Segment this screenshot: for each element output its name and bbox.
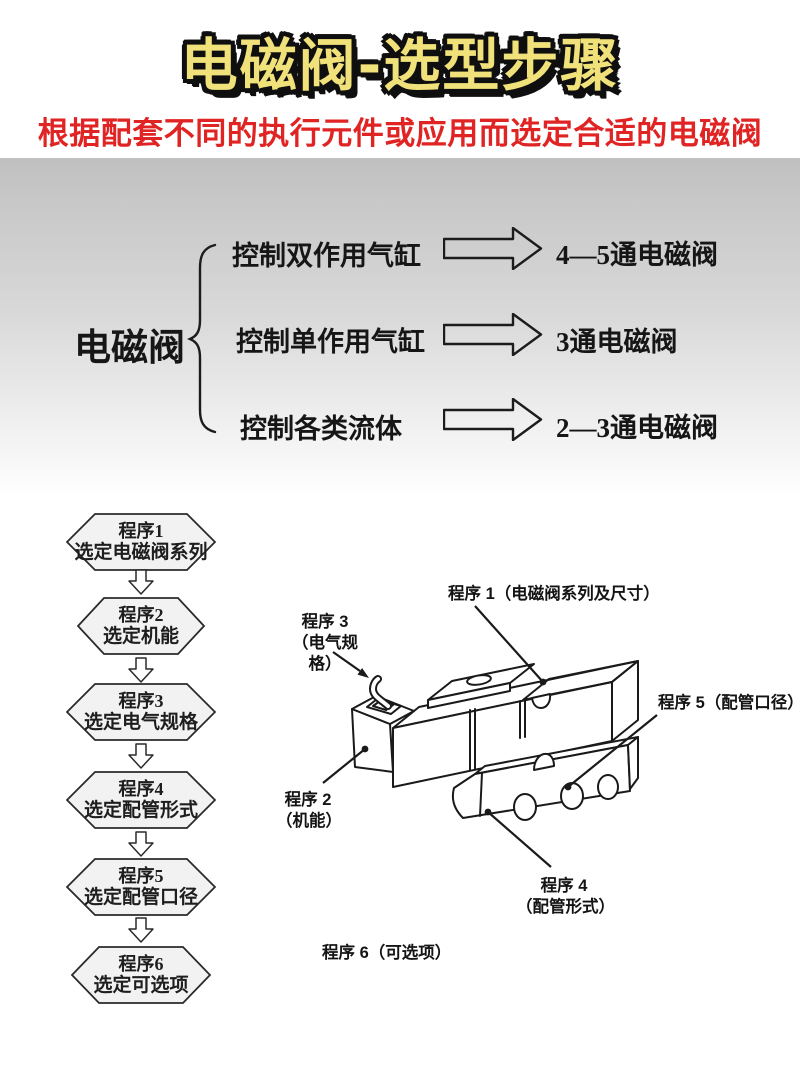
branch-result: 2—3通电磁阀 bbox=[556, 413, 718, 443]
branch-condition: 控制单作用气缸 bbox=[236, 327, 425, 357]
flow-step-label: 程序3 选定电气规格 bbox=[83, 691, 198, 733]
diagram-label-step6: 程序 6（可选项） bbox=[322, 944, 452, 962]
port-hole bbox=[597, 774, 619, 800]
flow-step-label: 程序4 选定配管形式 bbox=[83, 779, 198, 821]
down-arrow bbox=[128, 743, 154, 769]
branch-section bbox=[0, 158, 800, 498]
right-block-arrow bbox=[443, 227, 543, 270]
diagram-label-step4: 程序 4 （配管形式） bbox=[516, 877, 615, 916]
branch-condition: 控制各类流体 bbox=[240, 414, 402, 444]
flow-step-hexagon bbox=[77, 597, 205, 655]
port-hole bbox=[513, 793, 537, 821]
flow-step-hexagon bbox=[66, 771, 216, 829]
flow-step-hexagon bbox=[66, 858, 216, 916]
valve-isometric-drawing bbox=[322, 605, 658, 868]
flow-step-hexagon bbox=[66, 513, 216, 571]
leader-arrowhead bbox=[357, 668, 369, 678]
right-block-arrow bbox=[443, 313, 543, 356]
flow-step-label: 程序2 选定机能 bbox=[102, 605, 179, 647]
down-arrow bbox=[128, 657, 154, 683]
flow-step-hexagon bbox=[71, 946, 211, 1004]
flow-step-label: 程序1 选定电磁阀系列 bbox=[74, 521, 208, 563]
flow-step-label: 程序5 选定配管口径 bbox=[83, 866, 198, 908]
flow-step-hexagon bbox=[66, 683, 216, 741]
branch-condition: 控制双作用气缸 bbox=[232, 241, 421, 271]
page-title: 电磁阀-选型步骤 bbox=[180, 33, 620, 99]
down-arrow bbox=[128, 569, 154, 595]
down-arrow bbox=[128, 917, 154, 943]
flow-step-label: 程序6 选定可选项 bbox=[93, 954, 189, 996]
diagram-label-step3: 程序 3 （电气规格） bbox=[292, 613, 358, 673]
port-hole bbox=[560, 782, 584, 810]
diagram-label-step5: 程序 5（配管口径） bbox=[658, 694, 800, 712]
branch-root-label: 电磁阀 bbox=[74, 328, 185, 369]
curly-brace bbox=[186, 243, 217, 434]
right-block-arrow bbox=[443, 398, 543, 441]
diagram-label-step1: 程序 1（电磁阀系列及尺寸） bbox=[448, 585, 660, 603]
leader-lines bbox=[322, 605, 658, 868]
down-arrow bbox=[128, 831, 154, 857]
diagram-label-step2: 程序 2 （机能） bbox=[276, 791, 342, 830]
branch-result: 3通电磁阀 bbox=[556, 327, 678, 357]
branch-result: 4—5通电磁阀 bbox=[556, 240, 718, 270]
page-subtitle: 根据配套不同的执行元件或应用而选定合适的电磁阀 bbox=[37, 116, 763, 151]
